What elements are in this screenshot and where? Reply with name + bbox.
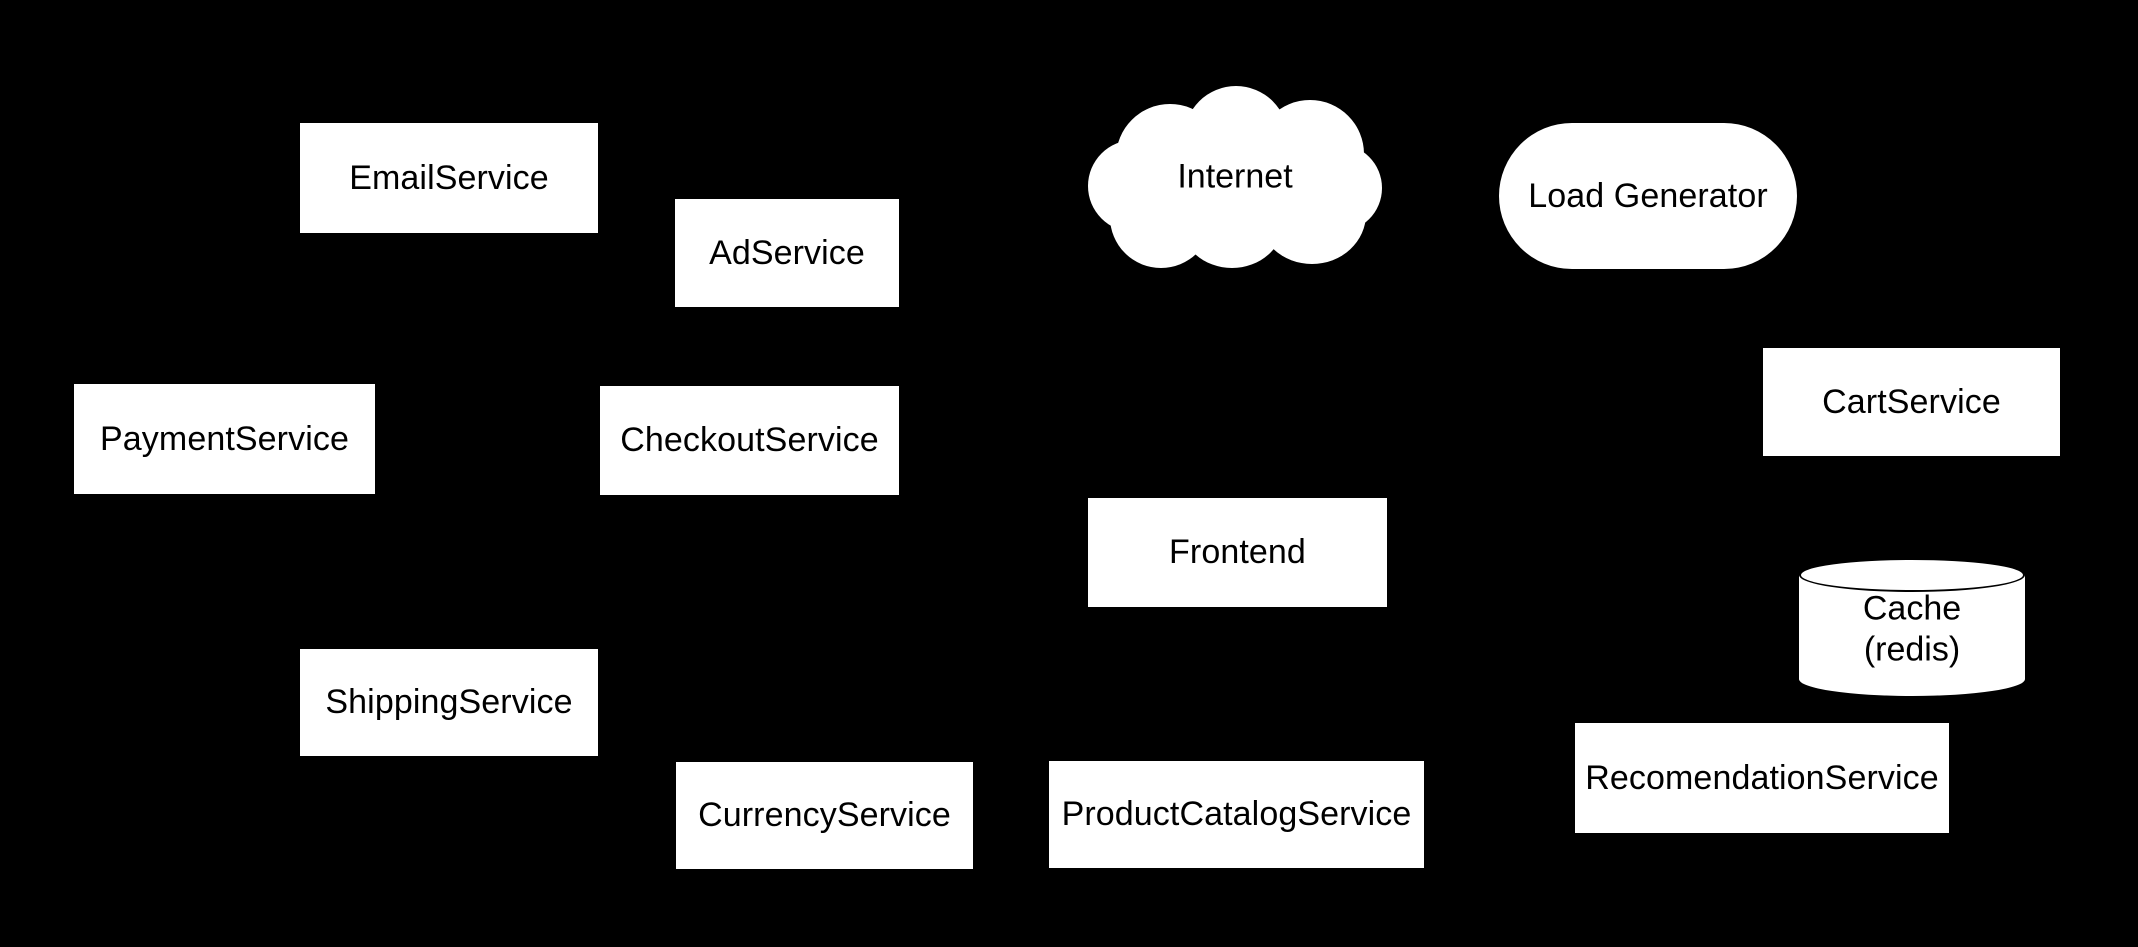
node-label: AdService [709,233,865,272]
node-label: PaymentService [100,419,349,458]
node-label: EmailService [349,158,549,197]
node-frontend[interactable]: Frontend [1088,498,1387,607]
node-label: Load Generator [1528,176,1768,215]
node-cart-service[interactable]: CartService [1763,348,2060,456]
node-internet-cloud[interactable]: Internet [1088,86,1382,268]
node-label: ShippingService [325,683,573,722]
node-email-service[interactable]: EmailService [300,123,598,233]
node-product-catalog-service[interactable]: ProductCatalogService [1049,761,1424,868]
node-shipping-service[interactable]: ShippingService [300,649,598,756]
node-label: Internet [1177,157,1293,196]
node-label: CheckoutService [620,421,879,460]
node-label: CartService [1822,382,2001,421]
node-cache-redis[interactable]: Cache (redis) [1799,558,2025,696]
node-load-generator[interactable]: Load Generator [1499,123,1797,269]
cylinder-top-ellipse [1799,558,2025,592]
node-label: Cache (redis) [1862,589,1962,669]
cylinder-body [1799,575,2025,679]
node-ad-service[interactable]: AdService [675,199,899,307]
node-payment-service[interactable]: PaymentService [74,384,375,494]
node-label: ProductCatalogService [1061,795,1412,834]
node-currency-service[interactable]: CurrencyService [676,762,973,869]
node-recomendation-service[interactable]: RecomendationService [1575,723,1949,833]
cloud-lobe [1144,126,1330,234]
node-checkout-service[interactable]: CheckoutService [600,386,899,495]
node-label: CurrencyService [698,796,951,835]
node-label: RecomendationService [1585,758,1939,797]
node-label: Frontend [1169,533,1306,572]
